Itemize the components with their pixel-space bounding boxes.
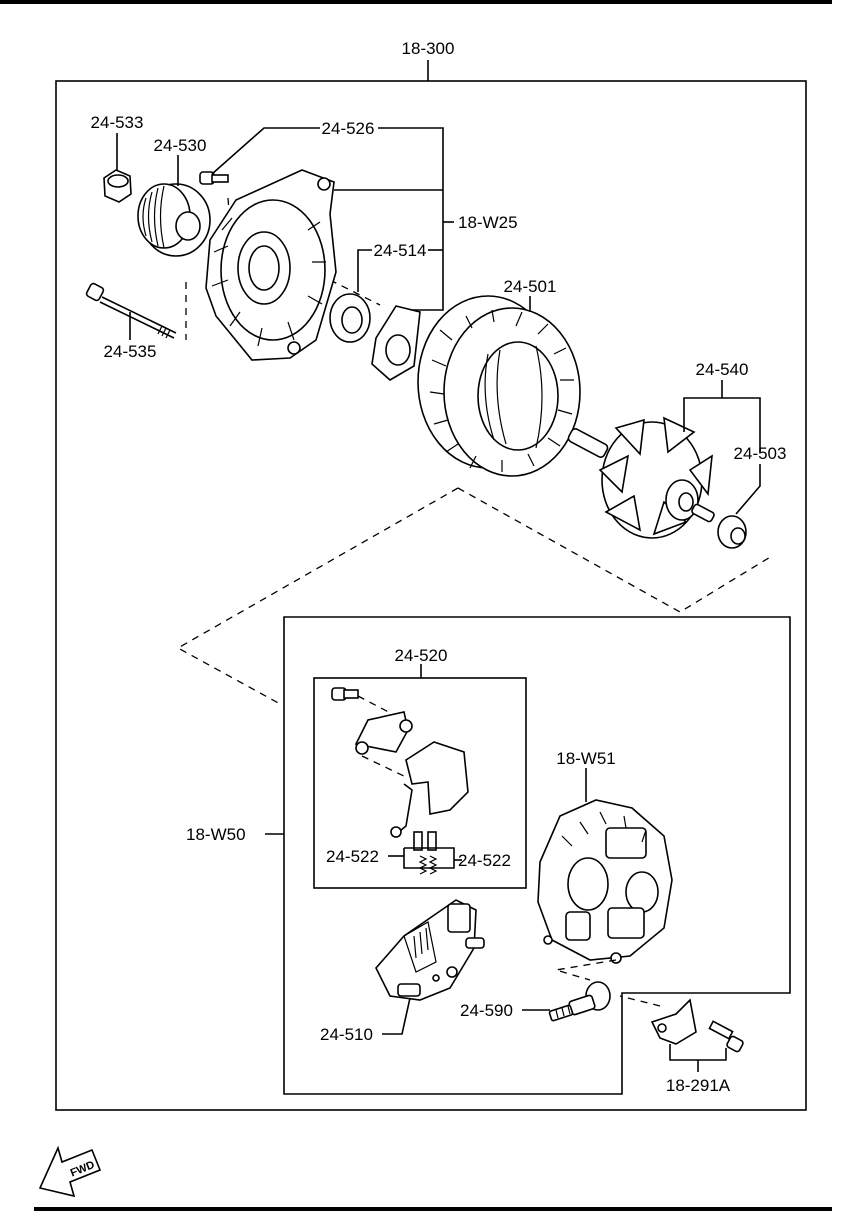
bearing-retainer-part[interactable] <box>371 305 421 381</box>
label-rotor[interactable]: 24-540 <box>696 360 749 379</box>
brush-holder-body-part[interactable] <box>390 741 469 851</box>
label-rectifier[interactable]: 24-510 <box>320 1025 373 1044</box>
brush-holder-frame <box>313 677 527 889</box>
terminal-part[interactable] <box>548 981 611 1022</box>
assembly-frame <box>55 80 807 1111</box>
stay-part[interactable] <box>650 998 744 1053</box>
label-lock-nut[interactable]: 24-533 <box>91 113 144 132</box>
label-stator[interactable]: 24-501 <box>504 277 557 296</box>
stator-part[interactable] <box>417 295 581 477</box>
label-brush-left[interactable]: 24-522 <box>326 847 379 866</box>
front-bearing-part[interactable] <box>329 293 371 343</box>
label-brush-holder[interactable]: 24-520 <box>395 646 448 665</box>
lock-nut-part[interactable] <box>103 169 132 203</box>
top-border-bar <box>0 0 832 4</box>
pulley-part[interactable] <box>137 183 211 257</box>
rear-bearing-part[interactable] <box>717 515 747 549</box>
label-long-bolt[interactable]: 24-535 <box>104 342 157 361</box>
bottom-border-bar <box>34 1207 832 1211</box>
brush-holder-screw-part[interactable] <box>331 687 359 701</box>
front-bracket-part[interactable] <box>205 169 337 361</box>
label-terminal[interactable]: 24-590 <box>460 1001 513 1020</box>
label-rear-bracket[interactable]: 18-W51 <box>556 749 616 768</box>
fwd-arrow-icon: FWD <box>38 1145 102 1198</box>
rear-kit-frame <box>283 616 791 1095</box>
rotor-part[interactable] <box>567 416 715 539</box>
label-pulley[interactable]: 24-530 <box>154 136 207 155</box>
label-brush-right[interactable]: 24-522 <box>458 851 511 870</box>
label-rear-kit[interactable]: 18-W50 <box>186 825 246 844</box>
label-front-bearing[interactable]: 24-514 <box>374 241 427 260</box>
front-bolt-part[interactable] <box>199 171 229 185</box>
long-bolt-part[interactable] <box>85 282 177 339</box>
rectifier-part[interactable] <box>375 899 485 1001</box>
label-rear-bearing[interactable]: 24-503 <box>734 444 787 463</box>
brush-springs-part[interactable] <box>418 855 438 875</box>
label-front-kit[interactable]: 18-W25 <box>458 213 518 232</box>
rear-bracket-part[interactable] <box>537 799 673 964</box>
brush-holder-cover-part[interactable] <box>354 711 413 755</box>
label-front-bolt[interactable]: 24-526 <box>322 119 375 138</box>
label-assembly[interactable]: 18-300 <box>402 39 455 58</box>
label-stay[interactable]: 18-291A <box>666 1076 731 1095</box>
